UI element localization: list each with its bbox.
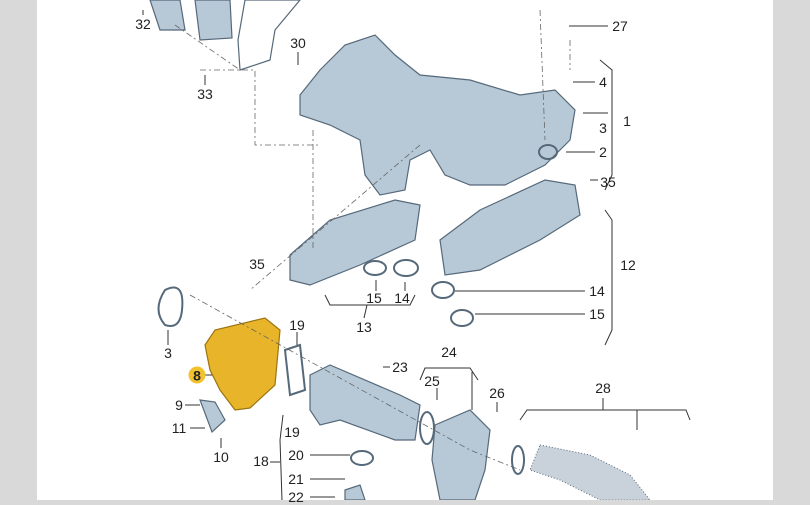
callout-26: 26 xyxy=(489,385,505,401)
intake-runner-right xyxy=(439,179,581,276)
callout-2: 2 xyxy=(599,144,607,160)
callout-25: 25 xyxy=(424,373,440,389)
callout-11: 11 xyxy=(171,420,187,436)
callout-15: 15 xyxy=(366,290,382,306)
callout-18: 18 xyxy=(253,453,269,469)
callout-27: 27 xyxy=(612,18,628,34)
callout-14: 14 xyxy=(589,283,605,299)
callout-20: 20 xyxy=(288,447,304,463)
callout-21: 21 xyxy=(288,471,304,487)
intake-manifold-upper xyxy=(299,34,576,196)
callout-3: 3 xyxy=(599,120,607,136)
callout-12: 12 xyxy=(620,257,636,273)
intake-runner-left xyxy=(289,199,421,286)
callout-33: 33 xyxy=(197,86,213,102)
intake-pipe xyxy=(309,364,421,441)
callout-22: 22 xyxy=(288,489,304,505)
callout-4: 4 xyxy=(599,74,607,90)
callout-9: 9 xyxy=(175,397,183,413)
callout-15: 15 xyxy=(589,306,605,322)
callout-24: 24 xyxy=(441,344,457,360)
callout-30: 30 xyxy=(290,35,306,51)
bracket-9 xyxy=(199,399,226,434)
callout-10: 10 xyxy=(213,449,229,465)
bracket-top-left xyxy=(149,0,186,31)
callout-23: 23 xyxy=(392,359,408,375)
callout-35: 35 xyxy=(600,174,616,190)
assembly-lines xyxy=(174,9,571,471)
hose-28 xyxy=(529,444,651,500)
throttle-body xyxy=(431,409,491,500)
callout-19: 19 xyxy=(289,317,305,333)
callout-8-highlighted[interactable]: 8 xyxy=(188,366,206,384)
callout-35: 35 xyxy=(249,256,265,272)
callout-13: 13 xyxy=(356,319,372,335)
egr-valve-highlighted xyxy=(204,317,281,411)
parts-diagram: 32 30 33 27 4 3 1 2 35 12 35 15 14 13 14… xyxy=(37,0,773,504)
leader-lines xyxy=(142,10,691,500)
callout-19: 19 xyxy=(284,424,300,440)
part-21 xyxy=(344,484,366,500)
callout-28: 28 xyxy=(595,380,611,396)
callout-32: 32 xyxy=(135,16,151,32)
bracket-30 xyxy=(237,0,301,71)
cover-top xyxy=(194,0,233,41)
callout-3: 3 xyxy=(164,345,172,361)
diagram-drawing xyxy=(142,0,691,500)
callout-14: 14 xyxy=(394,290,410,306)
callout-1: 1 xyxy=(623,113,631,129)
